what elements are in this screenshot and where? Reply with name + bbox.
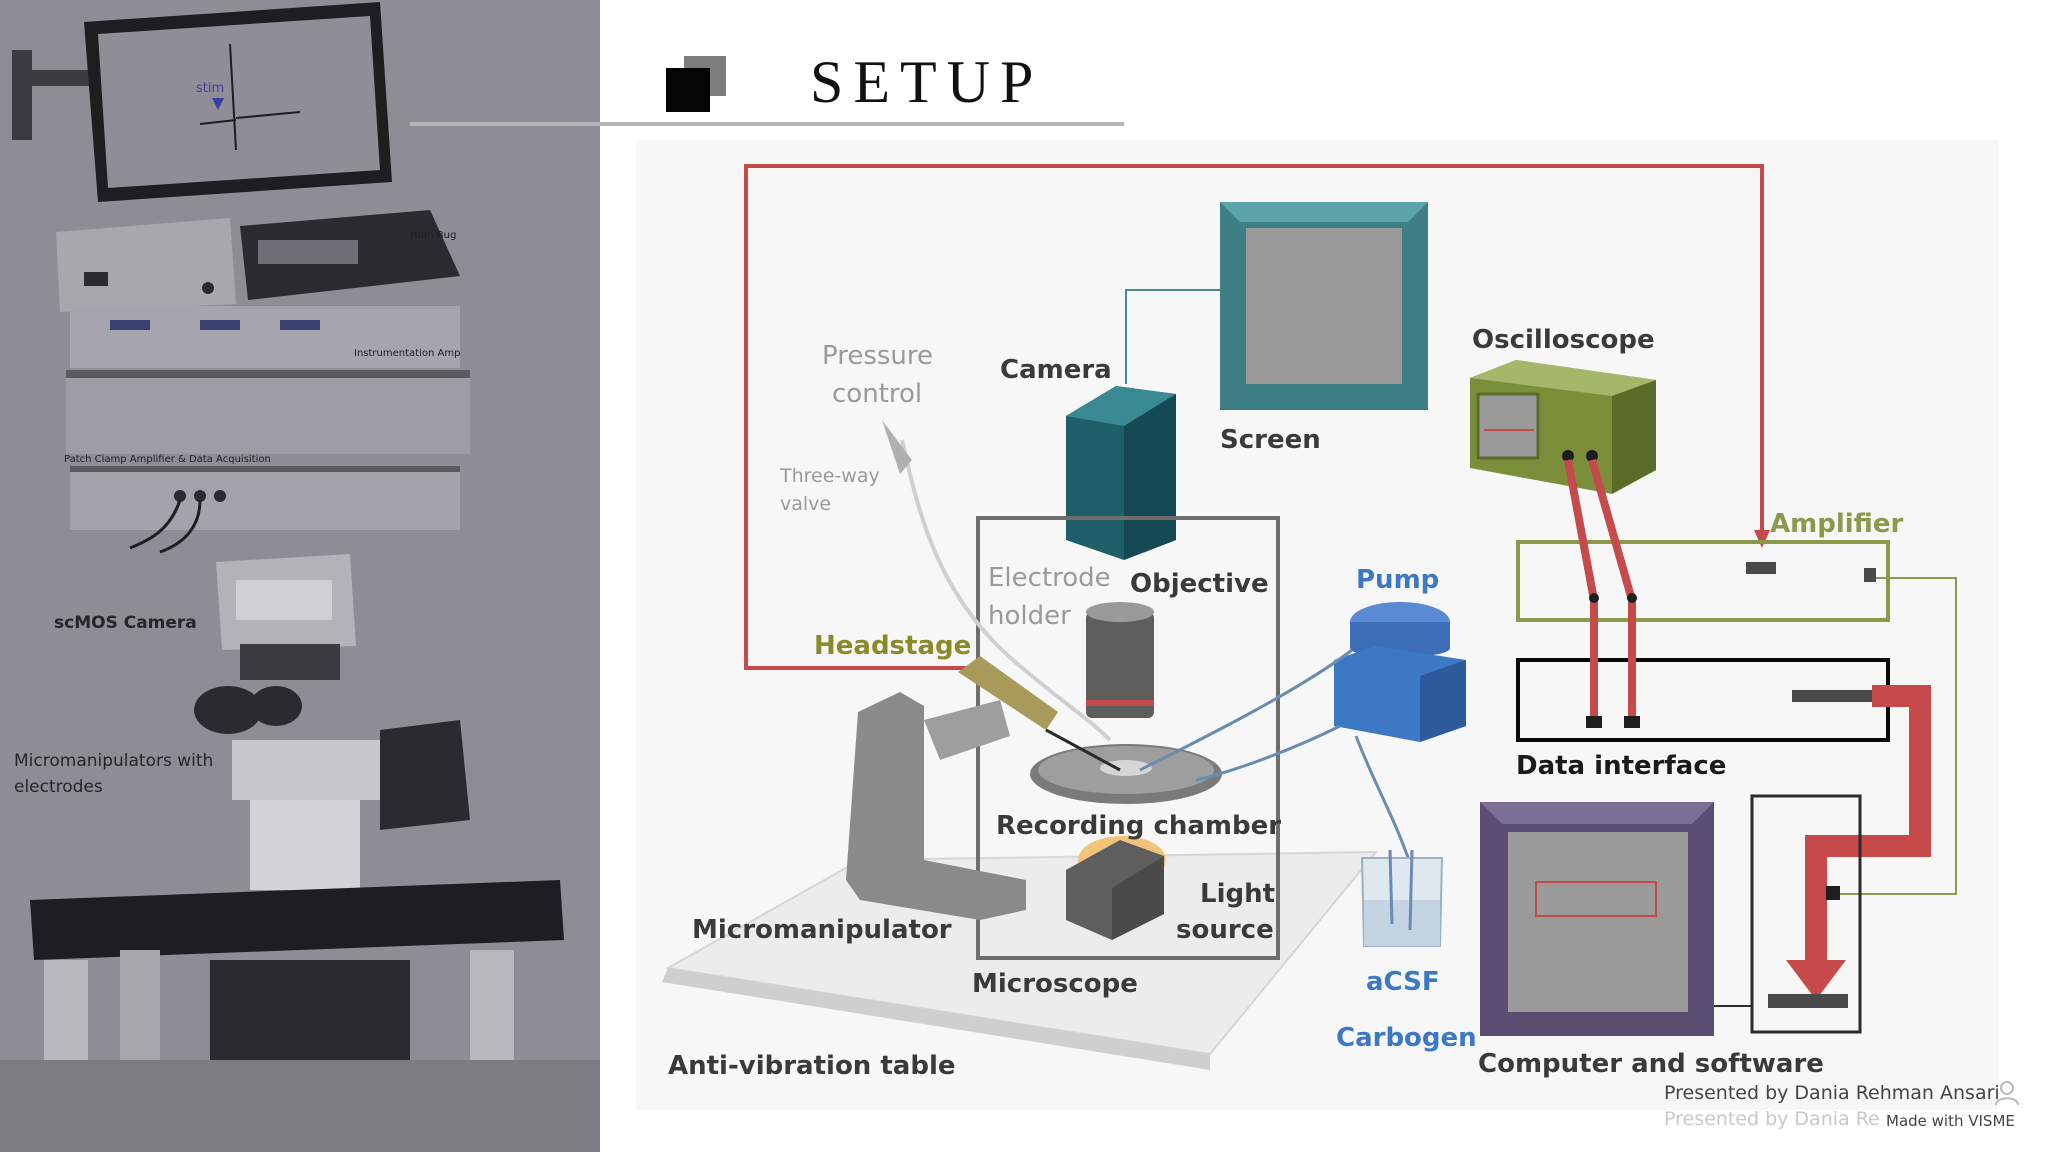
data-interface-label: Data interface — [1516, 751, 1726, 781]
recording-chamber-label: Recording chamber — [996, 811, 1281, 841]
microscope-photo — [0, 686, 600, 1152]
setup-photo-panel: stim Hum Bug Instrumentation Amp Patch C… — [0, 0, 600, 1152]
amplifier-label: Amplifier — [1770, 509, 1904, 539]
camera-device — [1066, 386, 1176, 560]
screen-monitor — [1220, 202, 1428, 410]
headstage-amplifier-cable — [744, 164, 1764, 670]
scmos-camera-photo — [216, 554, 356, 680]
carbogen-label: Carbogen — [1336, 1023, 1477, 1053]
amplifier-box — [1516, 540, 1890, 622]
monitor-mount — [12, 50, 32, 140]
camera-label: Camera — [1000, 355, 1112, 385]
computer-monitor — [1480, 802, 1752, 1036]
anti-vibration-table-label: Anti-vibration table — [668, 1051, 956, 1081]
headstage-device — [958, 656, 1121, 772]
objective-lens — [1086, 602, 1154, 718]
micromanipulator-device — [846, 692, 1026, 920]
computer-software-label: Computer and software — [1478, 1049, 1824, 1079]
data-arrow — [1805, 685, 1931, 966]
presenter-credit: Presented by Dania Rehman Ansari — [1664, 1082, 2000, 1104]
hum-bug-label: Hum Bug — [410, 230, 456, 241]
equipment-rack: Hum Bug Instrumentation Amp Patch Clamp … — [56, 210, 470, 554]
anti-vibration-table — [662, 850, 1379, 1070]
scmos-camera-label: scMOS Camera — [54, 613, 197, 633]
micromanipulator-label: Micromanipulator — [692, 915, 952, 945]
light-source-label-2: source — [1176, 915, 1274, 945]
microscope-label: Microscope — [972, 969, 1138, 999]
electrode-holder-label-2: holder — [988, 601, 1071, 631]
presenter-credit-ghost: Presented by Dania Re — [1664, 1108, 1880, 1130]
three-way-valve — [882, 420, 912, 474]
electrode-holder-label-1: Electrode — [988, 563, 1111, 593]
three-way-valve-label-2: valve — [780, 493, 831, 515]
pressure-control-label-1: Pressure — [822, 341, 933, 371]
light-source — [1066, 836, 1166, 940]
micromanipulators-label-2: electrodes — [14, 777, 103, 797]
oscilloscope-label: Oscilloscope — [1472, 325, 1655, 355]
pump-label: Pump — [1356, 565, 1439, 595]
headstage-label: Headstage — [814, 631, 971, 661]
title-square-front — [666, 68, 710, 112]
light-source-label-1: Light — [1200, 879, 1275, 909]
acsf-beaker — [1360, 849, 1444, 947]
setup-photo: stim Hum Bug Instrumentation Amp Patch C… — [0, 2, 600, 1152]
monitor-stim-label: stim — [196, 81, 224, 96]
wall-monitor: stim — [84, 2, 392, 202]
setup-diagram: Pressure control Three-way valve Camera … — [636, 140, 1998, 1110]
acsf-label: aCSF — [1366, 967, 1440, 997]
objective-label: Objective — [1130, 569, 1269, 599]
slide-title: SETUP — [810, 49, 1044, 115]
made-with-visme-link[interactable]: Made with VISME — [1886, 1112, 2015, 1130]
title-underline — [410, 122, 1124, 126]
three-way-valve-label-1: Three-way — [779, 465, 880, 487]
pump-device — [1334, 602, 1466, 742]
pressure-control-label-2: control — [832, 379, 922, 409]
instrumentation-amp-label: Instrumentation Amp — [354, 348, 460, 359]
micromanipulators-label-1: Micromanipulators with — [14, 751, 213, 771]
user-icon[interactable] — [1994, 1080, 2020, 1106]
oscilloscope-device — [1470, 360, 1656, 494]
patch-clamp-label: Patch Clamp Amplifier & Data Acquisition — [64, 454, 271, 465]
computer-tower — [1750, 794, 1862, 1034]
recording-chamber — [1030, 744, 1222, 804]
screen-label: Screen — [1220, 425, 1321, 455]
